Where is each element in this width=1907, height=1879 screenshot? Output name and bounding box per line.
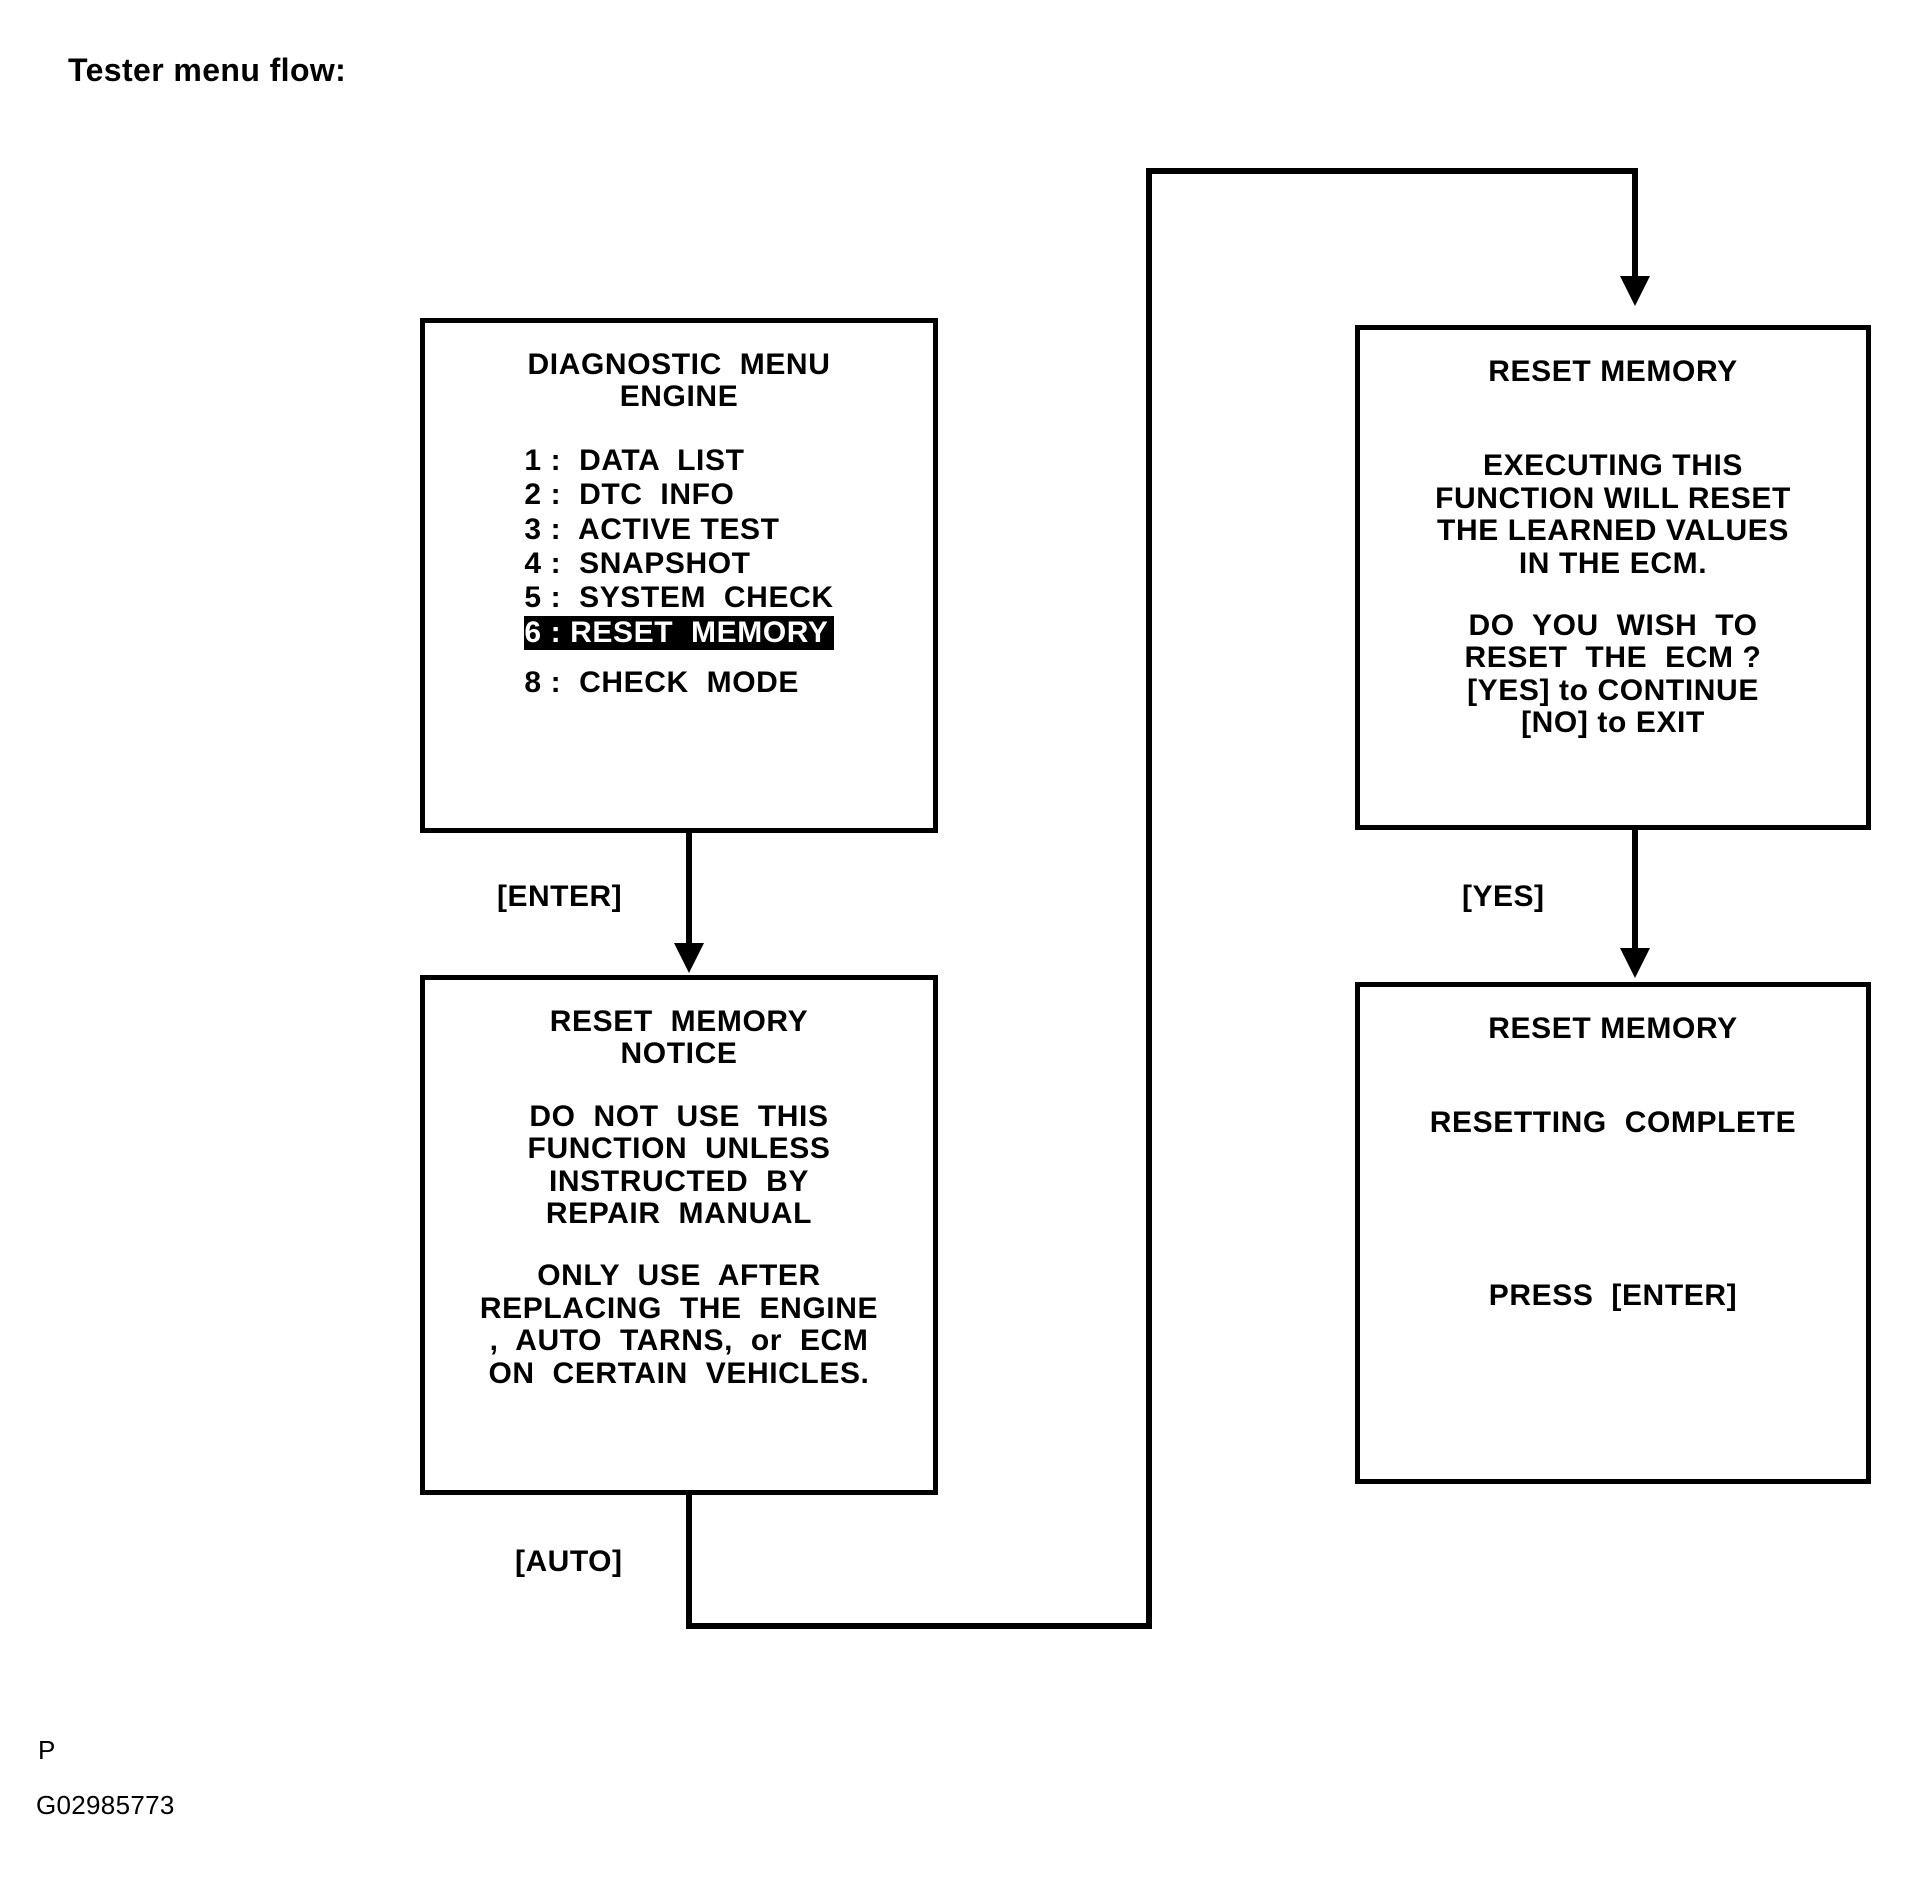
connector-yes-arrow-icon — [1620, 948, 1650, 978]
menu-item-system-check[interactable]: 5 : SYSTEM CHECK — [524, 581, 834, 615]
spacer — [1360, 580, 1866, 610]
reset-notice-body-line3: INSTRUCTED BY — [548, 1164, 810, 1198]
reset-confirm-body-line4: IN THE ECM. — [1518, 546, 1708, 580]
reset-notice-body-line2: FUNCTION UNLESS — [527, 1132, 831, 1166]
connector-enter-arrow-icon — [674, 943, 704, 973]
reset-confirm-body-line3: THE LEARNED VALUES — [1437, 514, 1789, 548]
reset-confirm-question-line1: DO YOU WISH TO — [1468, 608, 1758, 642]
reset-notice-title-line2: NOTICE — [620, 1037, 738, 1071]
reset-confirm-body-line2: FUNCTION WILL RESET — [1435, 481, 1791, 515]
screen-reset-memory-confirm: RESET MEMORY EXECUTING THIS FUNCTION WIL… — [1355, 325, 1871, 830]
reset-notice-body2-line4: ON CERTAIN VEHICLES. — [488, 1356, 870, 1390]
footer-figure-id: G02985773 — [36, 1790, 175, 1820]
reset-notice-body2-line3: , AUTO TARNS, or ECM — [489, 1324, 869, 1358]
spacer — [1360, 1264, 1866, 1280]
spacer — [425, 414, 933, 444]
menu-item-active-test[interactable]: 3 : ACTIVE TEST — [524, 512, 780, 546]
connector-enter-line — [686, 833, 692, 945]
reset-confirm-title: RESET MEMORY — [1488, 355, 1738, 388]
screen-reset-memory-complete: RESET MEMORY RESETTING COMPLETE PRESS [E… — [1355, 982, 1871, 1484]
reset-confirm-option-no[interactable]: [NO] to EXIT — [1521, 706, 1705, 740]
reset-complete-prompt[interactable]: PRESS [ENTER] — [1488, 1278, 1738, 1312]
menu-item-snapshot[interactable]: 4 : SNAPSHOT — [524, 546, 751, 580]
spacer — [1360, 1202, 1866, 1264]
spacer — [1360, 1045, 1866, 1107]
reset-confirm-option-yes[interactable]: [YES] to CONTINUE — [1467, 673, 1759, 707]
spacer — [425, 1071, 933, 1101]
edge-label-yes: [YES] — [1462, 880, 1545, 913]
connector-auto-up — [1146, 168, 1152, 1629]
footer-marker: P — [38, 1735, 56, 1765]
spacer — [1360, 388, 1866, 450]
diagnostic-menu-title-line1: DIAGNOSTIC MENU — [527, 348, 831, 381]
edge-label-auto: [AUTO] — [515, 1545, 623, 1578]
menu-item-data-list[interactable]: 1 : DATA LIST — [524, 443, 745, 477]
connector-auto-arrow-icon — [1620, 276, 1650, 306]
connector-auto-into-box — [1632, 168, 1638, 278]
reset-confirm-question-line2: RESET THE ECM ? — [1464, 641, 1762, 675]
reset-confirm-body-line1: EXECUTING THIS — [1482, 449, 1744, 483]
page-title: Tester menu flow: — [68, 52, 347, 88]
screen-reset-memory-notice: RESET MEMORY NOTICE DO NOT USE THIS FUNC… — [420, 975, 938, 1495]
reset-notice-body-line1: DO NOT USE THIS — [529, 1099, 829, 1133]
connector-auto-right — [686, 1623, 1152, 1629]
reset-notice-body2-line1: ONLY USE AFTER — [537, 1259, 821, 1293]
menu-item-reset-memory[interactable]: 6 : RESET MEMORY — [524, 615, 834, 651]
connector-auto-down — [686, 1495, 692, 1629]
connector-auto-across — [1146, 168, 1638, 174]
reset-complete-title: RESET MEMORY — [1488, 1012, 1738, 1045]
reset-notice-body-line4: REPAIR MANUAL — [545, 1196, 813, 1230]
reset-notice-title-line1: RESET MEMORY — [549, 1005, 809, 1038]
diagnostic-menu-list: 1 : DATA LIST 2 : DTC INFO 3 : ACTIVE TE… — [524, 443, 834, 701]
screen-diagnostic-menu: DIAGNOSTIC MENU ENGINE 1 : DATA LIST 2 :… — [420, 318, 938, 833]
connector-yes-line — [1632, 830, 1638, 950]
menu-item-check-mode[interactable]: 8 : CHECK MODE — [524, 666, 800, 700]
edge-label-enter: [ENTER] — [497, 880, 623, 913]
reset-notice-body2-line2: REPLACING THE ENGINE — [479, 1291, 879, 1325]
menu-item-dtc-info[interactable]: 2 : DTC INFO — [524, 478, 735, 512]
spacer — [425, 1230, 933, 1260]
reset-complete-status: RESETTING COMPLETE — [1429, 1106, 1797, 1140]
spacer — [524, 650, 833, 666]
diagnostic-menu-title-line2: ENGINE — [619, 380, 739, 414]
spacer — [1360, 1140, 1866, 1202]
